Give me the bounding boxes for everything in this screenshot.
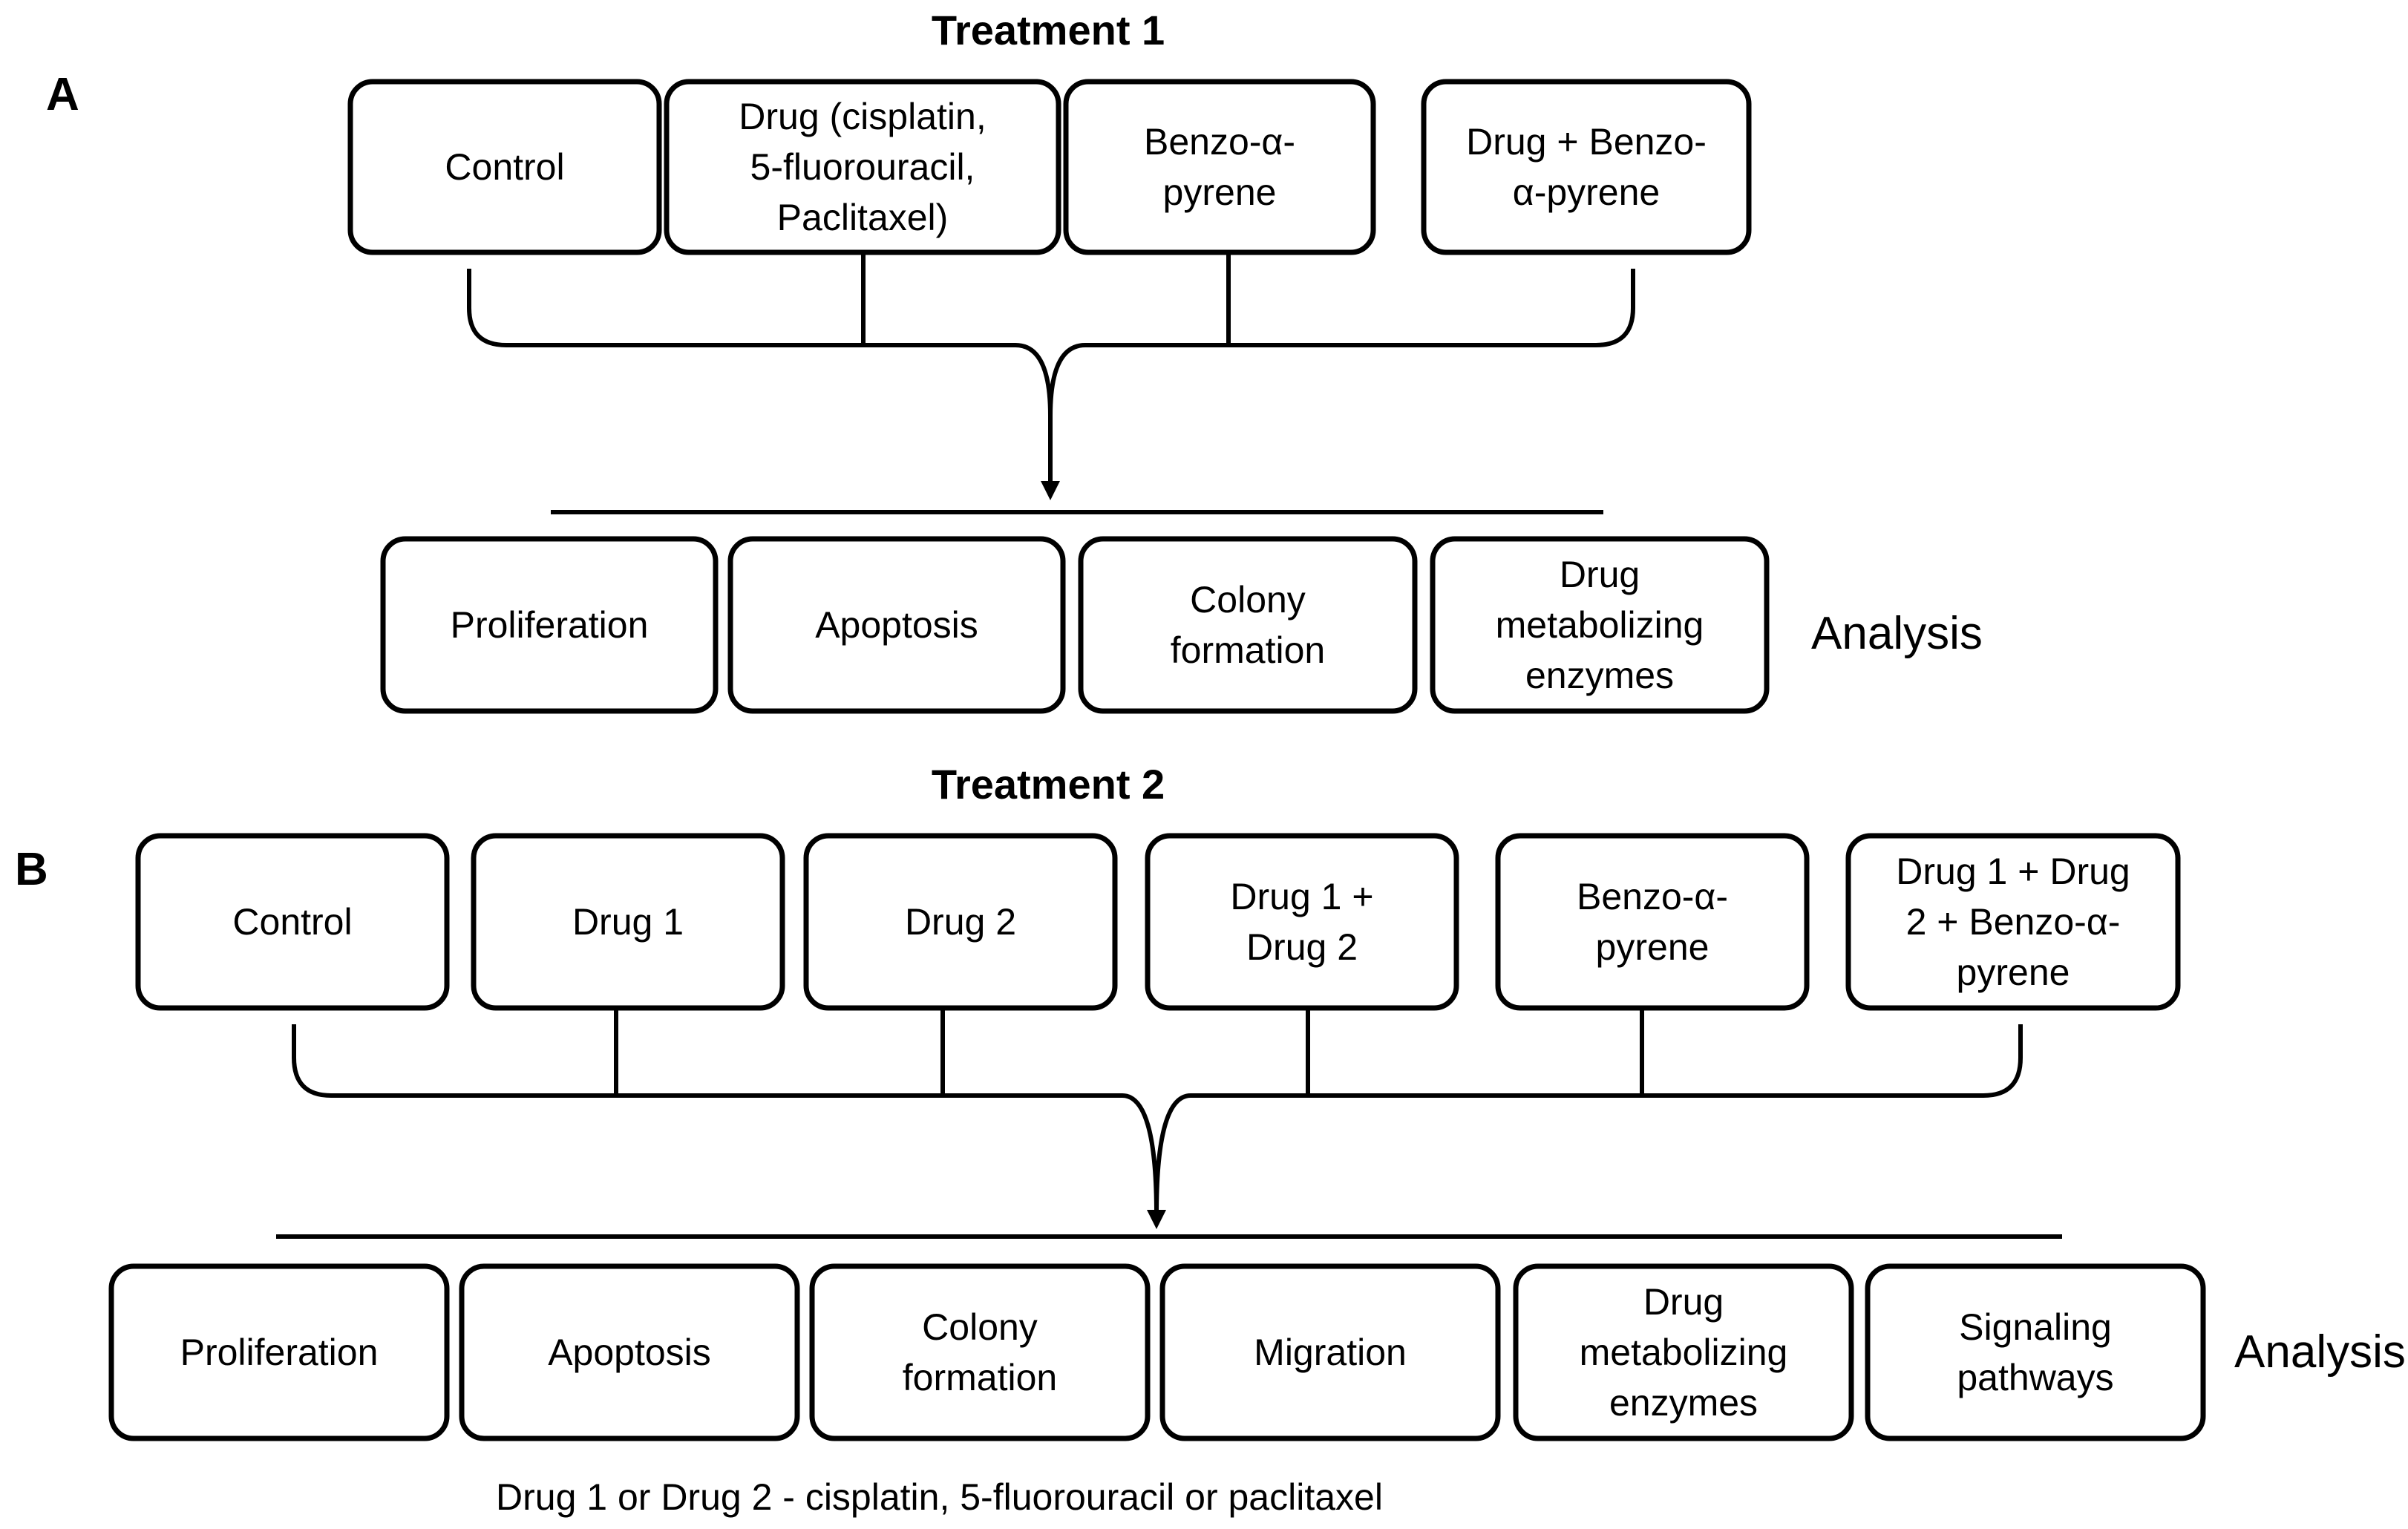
panel-a-treatment-box-text-line: Benzo-α- <box>1144 121 1295 163</box>
panel-b-analysis-box-text-line: metabolizing <box>1580 1332 1788 1373</box>
footnote: Drug 1 or Drug 2 - cisplatin, 5-fluorour… <box>496 1476 1383 1518</box>
panel-b-treatment-box-text-line: Drug 1 + <box>1230 876 1373 917</box>
panel-b-analysis-label: Analysis <box>2234 1326 2406 1378</box>
panel-a-analysis-box-text-line: metabolizing <box>1496 604 1704 646</box>
panel-b-connectors <box>276 1008 2062 1239</box>
panel-a-treatment-box-frame <box>347 79 662 255</box>
panel-b-analysis-box-text-line: enzymes <box>1609 1382 1758 1424</box>
panel-b-analysis-box-frame <box>1865 1263 2206 1441</box>
panel-b-analysis-boxes: Proliferation Apoptosis Colony formation Mig… <box>108 1263 2206 1441</box>
panel-a-analysis-box-2: Apoptosis <box>727 536 1066 714</box>
panel-b-treatment-boxes: Control Drug 1 Drug 2 Drug 1 + Drug 2 Benzo-α… <box>135 833 2181 1011</box>
panel-b-treatment-box-text-line: pyrene <box>1957 952 2070 993</box>
panel-a-analysis-box-text-line: enzymes <box>1525 655 1674 696</box>
panel-b-treatment-box-frame <box>1145 833 1459 1011</box>
panel-b-analysis-box-6: Signaling pathways <box>1865 1263 2206 1441</box>
panel-a-treatment-box-3: Benzo-α-pyrene <box>1063 79 1376 255</box>
panel-a-treatment-box-text-line: Drug + Benzo- <box>1466 121 1707 163</box>
panel-b-treatment-box-3: Drug 2 <box>803 833 1118 1011</box>
panel-b-treatment-box-text-line: Drug 1 + Drug <box>1896 851 2130 892</box>
panel-b-analysis-box-5: Drug metabolizing enzymes <box>1513 1263 1854 1441</box>
panel-a-analysis-box-frame <box>1430 536 1770 714</box>
panel-a-treatment-box-frame <box>1421 79 1752 255</box>
panel-a-analysis-box-1: Proliferation <box>380 536 719 714</box>
panel-b-analysis-box-text-line: Colony <box>922 1306 1038 1348</box>
panel-b-treatment-box-text-line: 2 + Benzo-α- <box>1906 901 2121 943</box>
panel-b-brace <box>292 1024 2023 1215</box>
panel-a-treatment-boxes: Control Drug (cisplatin, 5-fluorouracil, Pa… <box>347 79 1752 255</box>
panel-a-analysis-box-4: Drug metabolizing enzymes <box>1430 536 1770 714</box>
panel-b-analysis-box-4: Migration <box>1159 1263 1501 1441</box>
arrow-head-icon <box>1041 481 1060 500</box>
panel-b-analysis-box-frame <box>1513 1263 1854 1441</box>
panel-a: A Treatment 1 Control Drug (cisplatin, 5-f… <box>46 7 1983 714</box>
panel-b-treatment-box-4: Drug 1 + Drug 2 <box>1145 833 1459 1011</box>
panel-a-analysis-box-text-line: formation <box>1171 629 1325 671</box>
panel-a-analysis-box-frame <box>380 536 719 714</box>
panel-a-treatment-box-4: Drug + Benzo-α-pyrene <box>1421 79 1752 255</box>
panel-b-treatment-box-text-line: Drug 2 <box>905 901 1016 943</box>
panel-b-treatment-box-frame <box>135 833 450 1011</box>
panel-b-treatment-box-text-line: Drug 2 <box>1246 926 1358 968</box>
panel-a-letter: A <box>46 69 79 120</box>
panel-b-treatment-box-2: Drug 1 <box>471 833 785 1011</box>
panel-a-analysis-box-frame <box>727 536 1066 714</box>
panel-b-analysis-box-frame <box>1159 1263 1501 1441</box>
panel-a-treatment-box-text-line: Paclitaxel) <box>777 197 949 238</box>
panel-b-analysis-box-text-line: Proliferation <box>180 1332 379 1373</box>
panel-b-analysis-box-text-line: Migration <box>1254 1332 1407 1373</box>
panel-b-treatment-box-6: Drug 1 + Drug 2 + Benzo-α-pyrene <box>1845 833 2181 1011</box>
panel-b-treatment-box-frame <box>1495 833 1810 1011</box>
panel-a-connectors <box>467 252 1635 514</box>
panel-b-analysis-box-text-line: Drug <box>1643 1281 1724 1323</box>
panel-a-analysis-box-text-line: Proliferation <box>451 604 649 646</box>
panel-b-analysis-box-1: Proliferation <box>108 1263 450 1441</box>
panel-a-analysis-boxes: Proliferation Apoptosis Colony formation Dru… <box>380 536 1770 714</box>
panel-b-treatment-box-5: Benzo-α-pyrene <box>1495 833 1810 1011</box>
panel-a-treatment-box-text-line: α-pyrene <box>1513 171 1660 213</box>
panel-b-analysis-box-text-line: pathways <box>1957 1357 2113 1398</box>
panel-a-analysis-box-text-line: Colony <box>1190 579 1306 621</box>
panel-a-heading: Treatment 1 <box>932 7 1165 53</box>
panel-b-treatment-box-1: Control <box>135 833 450 1011</box>
panel-b-analysis-box-2: Apoptosis <box>459 1263 800 1441</box>
panel-b-analysis-box-text-line: Signaling <box>1959 1306 2112 1348</box>
panel-a-analysis-box-3: Colony formation <box>1078 536 1418 714</box>
panel-a-treatment-box-text-line: Drug (cisplatin, <box>739 96 986 137</box>
panel-a-treatment-box-1: Control <box>347 79 662 255</box>
panel-a-treatment-box-2: Drug (cisplatin, 5-fluorouracil, Paclitaxe… <box>664 79 1061 255</box>
panel-b-letter: B <box>15 844 48 895</box>
panel-a-treatment-box-text-line: 5-fluorouracil, <box>750 146 975 188</box>
panel-b-analysis-box-text-line: formation <box>903 1357 1057 1398</box>
panel-b-treatment-box-frame <box>803 833 1118 1011</box>
panel-a-analysis-box-frame <box>1078 536 1418 714</box>
panel-b-analysis-box-text-line: Apoptosis <box>548 1332 711 1373</box>
panel-a-analysis-box-text-line: Drug <box>1560 554 1640 595</box>
arrow-head-icon <box>1147 1210 1166 1229</box>
panel-b-treatment-box-frame <box>1845 833 2181 1011</box>
panel-a-analysis-label: Analysis <box>1811 608 1983 659</box>
panel-b-analysis-box-frame <box>459 1263 800 1441</box>
panel-a-analysis-box-text-line: Apoptosis <box>815 604 978 646</box>
panel-b-treatment-box-text-line: pyrene <box>1596 926 1710 968</box>
panel-b-analysis-box-3: Colony formation <box>809 1263 1151 1441</box>
panel-b-treatment-box-frame <box>471 833 785 1011</box>
panel-b-treatment-box-text-line: Control <box>232 901 352 943</box>
panel-a-brace <box>467 269 1635 416</box>
panel-b-analysis-box-frame <box>809 1263 1151 1441</box>
panel-b-treatment-box-text-line: Benzo-α- <box>1577 876 1728 917</box>
panel-b-analysis-box-frame <box>108 1263 450 1441</box>
panel-b-treatment-box-text-line: Drug 1 <box>572 901 684 943</box>
panel-a-treatment-box-frame <box>1063 79 1376 255</box>
panel-a-treatment-box-frame <box>664 79 1061 255</box>
panel-a-treatment-box-text-line: Control <box>445 146 564 188</box>
panel-b-heading: Treatment 2 <box>932 761 1165 808</box>
panel-a-treatment-box-text-line: pyrene <box>1163 171 1277 213</box>
